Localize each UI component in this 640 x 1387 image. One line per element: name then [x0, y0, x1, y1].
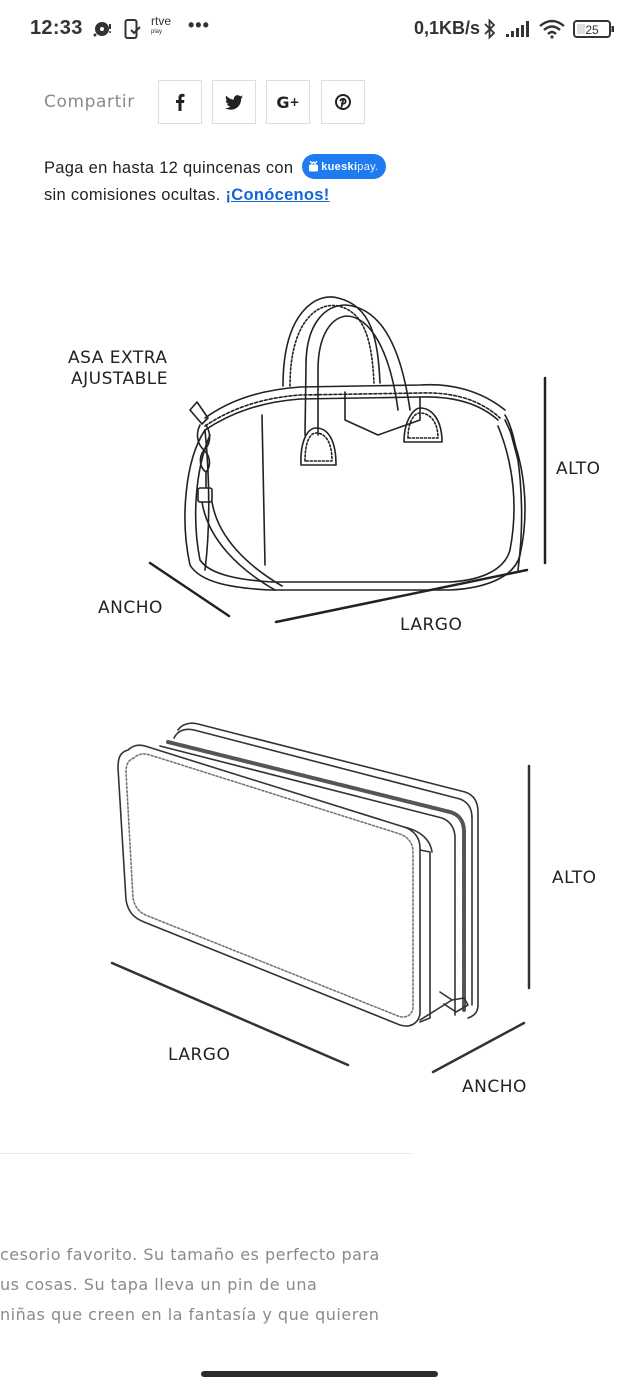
description-line: us cosas. Su tapa lleva un pin de una — [0, 1275, 318, 1294]
battery-icon: 25 — [573, 19, 615, 44]
pinterest-icon — [335, 94, 351, 110]
handbag-drawing — [148, 296, 547, 624]
handle-label-line1: ASA EXTRA — [68, 348, 168, 368]
case-width-label: ANCHO — [462, 1077, 527, 1097]
bag-length-label: LARGO — [400, 615, 463, 635]
bag-width-label: ANCHO — [98, 598, 163, 618]
adjustable-handle-label: ASA EXTRA AJUSTABLE — [68, 348, 168, 390]
share-label: Compartir — [44, 92, 135, 112]
more-notifications-icon: ••• — [188, 15, 210, 35]
wifi-icon — [539, 19, 565, 44]
product-description: cesorio favorito. Su tamaño es perfecto … — [0, 1240, 420, 1330]
bag-dimensions-illustration: ASA EXTRA AJUSTABLE ALTO ANCHO LARGO — [0, 270, 640, 650]
bag-height-label: ALTO — [556, 459, 601, 479]
payment-info-line-2: sin comisiones ocultas. ¡Conócenos! — [44, 186, 330, 205]
payment-text-2: sin comisiones ocultas. — [44, 186, 221, 204]
kueski-logo-icon — [309, 161, 319, 172]
google-plus-icon: G+ — [276, 92, 300, 112]
podcast-disc-icon — [93, 20, 113, 43]
twitter-share-button[interactable] — [212, 80, 256, 124]
conocenos-link[interactable]: ¡Conócenos! — [225, 186, 330, 204]
case-dimensions-illustration: ALTO LARGO ANCHO — [0, 700, 640, 1120]
home-indicator[interactable] — [201, 1371, 438, 1377]
google-plus-share-button[interactable]: G+ — [266, 80, 310, 124]
share-row: Compartir G+ — [44, 80, 384, 124]
pencil-case-drawing — [110, 722, 531, 1074]
battery-level: 25 — [585, 23, 599, 37]
description-line: cesorio favorito. Su tamaño es perfecto … — [0, 1245, 380, 1264]
rtve-text: rtve — [151, 14, 172, 28]
facebook-share-button[interactable] — [158, 80, 202, 124]
rtve-sub-text: play — [151, 29, 163, 35]
case-length-label: LARGO — [168, 1045, 231, 1065]
twitter-icon — [225, 94, 243, 110]
rtve-play-icon: rtve play — [151, 14, 172, 37]
signal-icon — [505, 20, 531, 43]
status-bar: 12:33 rtve play ••• 0,1KB/s — [0, 0, 640, 60]
pinterest-share-button[interactable] — [321, 80, 365, 124]
handle-label-line2: AJUSTABLE — [71, 369, 168, 389]
section-divider — [0, 1153, 412, 1154]
network-speed: 0,1KB/s — [414, 18, 481, 38]
kueski-text: kueski — [321, 160, 358, 173]
payment-text: Paga en hasta 12 quincenas con — [44, 158, 294, 177]
facebook-icon — [175, 93, 185, 111]
bluetooth-icon — [483, 18, 497, 45]
phone-check-icon — [124, 19, 142, 44]
description-line: niñas que creen en la fantasía y que qui… — [0, 1305, 380, 1324]
status-time: 12:33 — [30, 17, 83, 39]
kueski-pay-text: pay. — [357, 160, 379, 173]
case-height-label: ALTO — [552, 868, 597, 888]
